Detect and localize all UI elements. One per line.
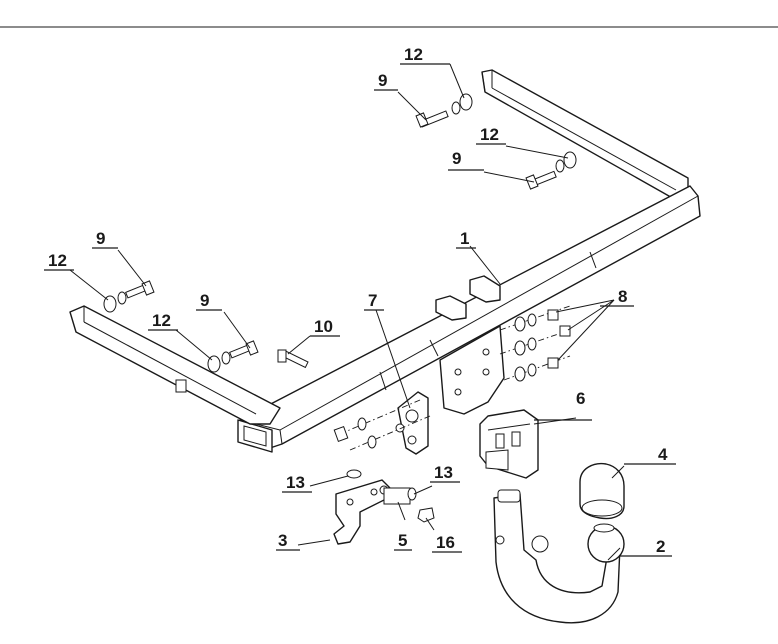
part-2-tow-arm — [493, 489, 625, 624]
part-4-ball-cap — [579, 462, 625, 520]
callout-12-left-text: 12 — [48, 251, 67, 270]
left-bolt-cluster — [333, 399, 431, 451]
part-6-socket-bracket — [479, 409, 539, 479]
callout-9-left: 9 — [92, 229, 118, 249]
callout-5: 5 — [394, 531, 412, 551]
callout-leaders — [69, 63, 625, 561]
callout-16: 16 — [432, 533, 462, 553]
part-3-latch — [333, 469, 393, 545]
callout-labels: 1 2 3 4 5 6 7 8 — [44, 45, 676, 557]
callout-9-left-text: 9 — [96, 229, 105, 248]
callout-10: 10 — [310, 317, 340, 337]
callout-4-text: 4 — [658, 445, 668, 464]
callout-12-mid: 12 — [476, 125, 506, 145]
callout-9-mid: 9 — [448, 149, 484, 171]
callout-12-top: 12 — [400, 45, 450, 65]
callout-3: 3 — [276, 531, 300, 551]
callout-13-right-text: 13 — [434, 463, 453, 482]
callout-9-center-text: 9 — [200, 291, 209, 310]
callout-13-left-text: 13 — [286, 473, 305, 492]
callout-7-text: 7 — [368, 291, 377, 310]
callout-12-center-text: 12 — [152, 311, 171, 330]
right-side-member — [481, 69, 691, 221]
part-10-bolt — [277, 349, 309, 369]
callout-12-center: 12 — [148, 311, 178, 331]
part-16-nut — [407, 487, 435, 523]
beam-brackets — [435, 275, 501, 321]
callout-10-text: 10 — [314, 317, 333, 336]
callout-12-top-text: 12 — [404, 45, 423, 64]
left-side-member — [69, 305, 281, 425]
center-mounting-plate — [439, 325, 505, 415]
callout-6-text: 6 — [576, 389, 585, 408]
callout-16-text: 16 — [436, 533, 455, 552]
callout-2: 2 — [620, 537, 672, 557]
callout-6: 6 — [534, 389, 592, 421]
callout-4: 4 — [624, 445, 676, 465]
callout-5-text: 5 — [398, 531, 407, 550]
part-8-bolts — [499, 305, 571, 382]
callout-8-text: 8 — [618, 287, 627, 306]
callout-13-left: 13 — [282, 473, 312, 493]
callout-9-center: 9 — [196, 291, 222, 311]
cross-beam — [237, 185, 701, 453]
callout-1: 1 — [456, 229, 476, 249]
callout-9-top-text: 9 — [378, 71, 387, 90]
callout-1-text: 1 — [460, 229, 469, 248]
callout-12-mid-text: 12 — [480, 125, 499, 144]
part-7-plate — [395, 391, 429, 455]
callout-3-text: 3 — [278, 531, 287, 550]
callout-9-mid-text: 9 — [452, 149, 461, 168]
part-5-spring — [383, 487, 411, 505]
callout-8: 8 — [600, 287, 634, 307]
top-bolts — [415, 93, 577, 190]
callout-13-right: 13 — [430, 463, 460, 483]
callout-12-left: 12 — [44, 251, 74, 271]
callout-9-top: 9 — [374, 71, 398, 91]
callout-7: 7 — [364, 291, 384, 311]
callout-2-text: 2 — [656, 537, 665, 556]
